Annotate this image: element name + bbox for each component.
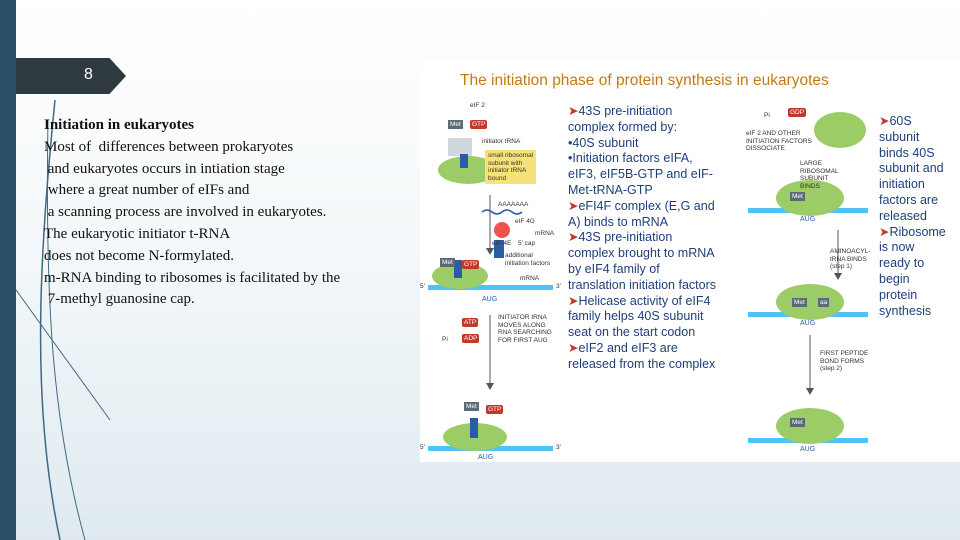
additional-factors-label: additional initiation factors bbox=[505, 252, 551, 267]
three-prime-label: 3' bbox=[556, 283, 561, 290]
text-line: a scanning process are involved in eukar… bbox=[44, 204, 327, 221]
met-tag-right-2: Met bbox=[792, 298, 807, 307]
right-line: protein bbox=[879, 287, 918, 302]
right-line: ➤60S bbox=[879, 114, 912, 128]
right-line: binds 40S bbox=[879, 145, 935, 160]
text-line: Most of differences between prokaryotes bbox=[44, 138, 294, 155]
eif4e-label: eIF-4E bbox=[492, 240, 512, 247]
figure-title: The initiation phase of protein synthesi… bbox=[460, 72, 829, 89]
initiation-figure: The initiation phase of protein synthesi… bbox=[420, 60, 960, 462]
body-text: Initiation in eukaryotes Most of differe… bbox=[44, 115, 414, 311]
atp-tag: ATP bbox=[462, 318, 479, 327]
right-line: ➤Ribosome bbox=[879, 224, 946, 239]
pi-label-right: Pi bbox=[764, 112, 770, 119]
left-diagram-drawing bbox=[428, 138, 553, 451]
met-tag-right-3: Met bbox=[790, 418, 805, 427]
mid-line: family helps 40S subunit bbox=[568, 309, 704, 324]
text-line: where a great number of eIFs and bbox=[44, 182, 250, 199]
text-line: does not become N-formylated. bbox=[44, 247, 234, 264]
right-diagram-panel: Pi GDP eIF 2 AND OTHER INITIATION FACTOR… bbox=[738, 100, 878, 462]
gtp-tag-3: GTP bbox=[486, 405, 504, 414]
text-line: and eukaryotes occurs in intiation stage bbox=[44, 160, 285, 177]
met-tag-2: Met bbox=[440, 258, 455, 267]
moves-label: INITIATOR tRNA MOVES ALONG RNA SEARCHING… bbox=[498, 314, 552, 344]
slide-number-tab bbox=[16, 58, 126, 94]
mrna-label: mRNA bbox=[520, 275, 540, 282]
aminoacyl-label: AMINOACYL- tRNA BINDS (step 1) bbox=[830, 248, 871, 270]
mid-line: •Initiation factors eIFA, bbox=[568, 151, 693, 166]
section-heading: Initiation in eukaryotes bbox=[44, 117, 195, 133]
mid-line: ➤eIF2 and eIF3 are bbox=[568, 340, 678, 355]
pi-label: Pi bbox=[442, 336, 448, 343]
mid-line: eIF3, eIF5B-GTP and eIF- bbox=[568, 167, 713, 182]
large-subunit-label: LARGE RIBOSOMAL SUBUNIT BINDS bbox=[800, 160, 839, 190]
right-line: subunit bbox=[879, 129, 920, 144]
right-line: factors are bbox=[879, 192, 939, 207]
mid-line: ➤Helicase activity of eIF4 bbox=[568, 293, 711, 308]
mid-line: ➤43S pre-initiation bbox=[568, 104, 673, 118]
poly-a-label: AAAAAAA bbox=[498, 201, 529, 208]
five-prime-label: 5' bbox=[420, 283, 425, 290]
mid-line: •40S subunit bbox=[568, 135, 639, 150]
middle-text-column: ➤43S pre-initiation complex formed by: •… bbox=[568, 104, 716, 373]
five-prime-label-2: 5' bbox=[420, 444, 425, 451]
right-text-column: ➤60S subunit binds 40S subunit and initi… bbox=[879, 114, 946, 319]
mid-line: complex brought to mRNA bbox=[568, 246, 715, 261]
mrna-small-label: mRNA bbox=[535, 230, 555, 237]
eif4g-label: eIF 4G bbox=[515, 218, 535, 225]
left-accent-bar bbox=[0, 0, 16, 540]
gdp-tag: GDP bbox=[788, 108, 807, 117]
mid-line: A) binds to mRNA bbox=[568, 214, 669, 229]
right-diagram-drawing bbox=[748, 112, 868, 444]
mid-line: ➤eFI4F complex (E,G and bbox=[568, 198, 715, 213]
aug-label-right-3: AUG bbox=[800, 446, 816, 453]
aug-label-2: AUG bbox=[478, 454, 494, 461]
right-line: subunit and bbox=[879, 161, 944, 176]
right-line: is now bbox=[879, 240, 915, 255]
mid-line: ➤43S pre-initiation bbox=[568, 230, 673, 245]
text-line: 7-methyl guanosine cap. bbox=[44, 291, 195, 308]
aa-tag: aa bbox=[818, 298, 830, 307]
eif2-label: eIF 2 bbox=[470, 102, 485, 109]
aug-label: AUG bbox=[482, 296, 498, 303]
mid-line: released from the complex bbox=[568, 356, 716, 371]
right-line: synthesis bbox=[879, 303, 932, 318]
gtp-tag: GTP bbox=[470, 120, 488, 129]
small-subunit-note: small ribosomal subunit with initiator t… bbox=[485, 150, 537, 184]
text-line: m-RNA binding to ribosomes is facilitate… bbox=[44, 269, 341, 286]
adp-tag: ADP bbox=[462, 334, 480, 343]
first-peptide-label: FIRST PEPTIDE BOND FORMS (step 2) bbox=[820, 350, 869, 372]
aug-label-right-2: AUG bbox=[800, 320, 816, 327]
text-line: The eukaryotic initiator t-RNA bbox=[44, 225, 231, 242]
met-tag-3: Met bbox=[464, 402, 479, 411]
right-line: begin bbox=[879, 271, 910, 286]
slide-number: 8 bbox=[84, 66, 93, 83]
met-tag: Met bbox=[448, 120, 463, 129]
right-line: ready to bbox=[879, 256, 925, 271]
mid-line: translation initiation factors bbox=[568, 277, 716, 292]
right-line: initiation bbox=[879, 177, 925, 192]
mid-line: by eIF4 family of bbox=[568, 261, 660, 276]
three-prime-label-2: 3' bbox=[556, 444, 561, 451]
decorative-lines bbox=[15, 99, 111, 540]
mid-line: Met-tRNA-GTP bbox=[568, 182, 653, 197]
mid-line: seat on the start codon bbox=[568, 325, 696, 340]
aug-label-right: AUG bbox=[800, 216, 816, 223]
dissociate-label: eIF 2 AND OTHER INITIATION FACTORS DISSO… bbox=[746, 130, 812, 152]
met-tag-right: Met bbox=[790, 192, 805, 201]
mid-line: complex formed by: bbox=[568, 119, 678, 134]
cap-label: 5' cap bbox=[518, 240, 536, 247]
right-line: released bbox=[879, 208, 927, 223]
initiator-trna-label: initiator tRNA bbox=[482, 138, 521, 145]
left-diagram-panel: eIF 2 Met GTP initiator tRNA small ribos… bbox=[420, 100, 565, 462]
gtp-tag-2: GTP bbox=[462, 260, 480, 269]
